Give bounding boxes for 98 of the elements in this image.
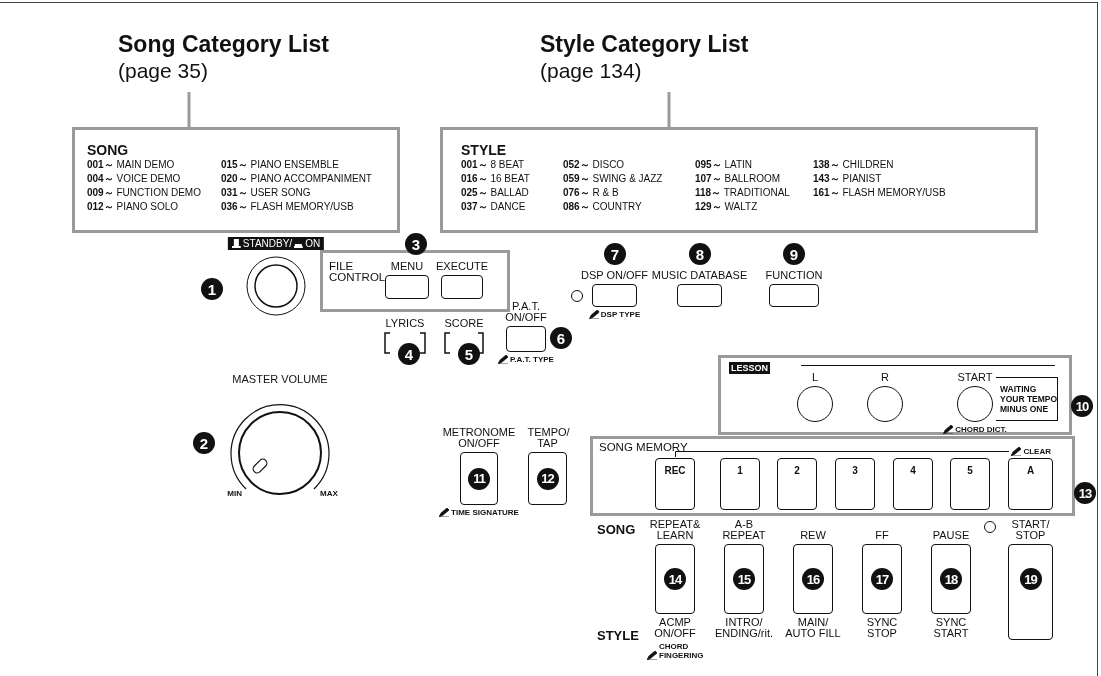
callout-number: 4 (398, 343, 420, 365)
style-function-label: MAIN/ AUTO FILL (784, 617, 842, 639)
button-label: START/ STOP (1010, 519, 1051, 541)
button-label: A-B REPEAT (721, 519, 767, 541)
mode-label: MINUS ONE (1000, 404, 1050, 414)
callout-number: 5 (458, 343, 480, 365)
mode-label: YOUR TEMPO (1000, 394, 1057, 404)
row-label: STYLE (597, 628, 639, 643)
button-label: TEMPO/ TAP (527, 427, 568, 449)
key-label: 1 (737, 465, 743, 476)
callout-number: 6 (550, 327, 572, 349)
section-tag: LESSON (729, 362, 770, 374)
list-entry: 036～ FLASH MEMORY/USB (221, 200, 354, 214)
list-entry: 076～ R & B (563, 186, 619, 200)
button-label: FF (874, 530, 890, 541)
key-label: REC (664, 465, 686, 476)
list-entry: 107～ BALLROOM (695, 172, 781, 186)
list-entry: 161～ FLASH MEMORY/USB (813, 186, 946, 200)
shift-function-label: CHORD DICT. (955, 425, 1007, 434)
knob-label: MASTER VOLUME (232, 373, 328, 385)
list-entry: 095～ LATIN (695, 158, 753, 172)
mode-bracket (996, 377, 1058, 421)
list-entry: 001～ 8 BEAT (461, 158, 525, 172)
mode-label: WAITING (1000, 384, 1038, 394)
list-entry: 009～ FUNCTION DEMO (87, 186, 201, 200)
button-label: MUSIC DATABASE (651, 270, 748, 281)
list-entry: 059～ SWING & JAZZ (563, 172, 663, 186)
button-label: EXECUTE (436, 261, 488, 272)
list-entry: 086～ COUNTRY (563, 200, 642, 214)
connector-line (667, 92, 671, 127)
callout-number: 13 (1074, 482, 1096, 504)
shift-function-label: CHORD FINGERING (659, 642, 703, 660)
button-label: PAUSE (931, 530, 971, 541)
key-label: 4 (910, 465, 916, 476)
callout-number: 3 (405, 233, 427, 255)
shift-function-label: P.A.T. TYPE (510, 355, 554, 364)
list-entry: 138～ CHILDREN (813, 158, 894, 172)
list-entry: 129～ WALTZ (695, 200, 758, 214)
group-frame (590, 436, 1075, 516)
switch-label: ON (305, 238, 321, 249)
key-label: 5 (967, 465, 973, 476)
callout-number: 9 (783, 243, 805, 265)
button-label: DSP ON/OFF (581, 270, 648, 281)
category-list-panel (72, 127, 400, 233)
callout-number: 10 (1071, 395, 1093, 417)
row-label: SONG (597, 522, 636, 537)
style-function-label: INTRO/ ENDING/rit. (713, 617, 775, 639)
key-label: 2 (794, 465, 800, 476)
group-frame (320, 250, 510, 312)
callout-number: 7 (604, 243, 626, 265)
list-entry: 052～ DISCO (563, 158, 625, 172)
button-label: MENU (390, 261, 424, 272)
button-label: P.A.T. ON/OFF (504, 301, 548, 323)
key-label: 3 (852, 465, 858, 476)
callout-number: 2 (193, 432, 215, 454)
list-entry: 025～ BALLAD (461, 186, 529, 200)
list-entry: 004～ VOICE DEMO (87, 172, 181, 186)
heading-title: Song Category List (118, 30, 329, 58)
page-reference: (page 35) (118, 58, 209, 84)
style-function-label: SYNC STOP (865, 617, 899, 639)
section-label: SONG MEMORY (599, 442, 688, 453)
style-function-label: ACMP ON/OFF (653, 617, 697, 639)
button-label: SCORE (444, 318, 484, 329)
button-label: METRONOME ON/OFF (442, 427, 516, 449)
button-label: REPEAT& LEARN (648, 519, 702, 541)
list-entry: 015～ PIANO ENSEMBLE (221, 158, 339, 172)
callout-number: 8 (689, 243, 711, 265)
list-entry: 020～ PIANO ACCOMPANIMENT (221, 172, 372, 186)
button-label: FUNCTION (765, 270, 823, 281)
button-label: START (957, 372, 993, 383)
category-list-panel (440, 127, 1038, 233)
list-title: STYLE (461, 142, 508, 158)
section-label: FILE CONTROL (329, 261, 387, 283)
list-entry: 012～ PIANO SOLO (87, 200, 179, 214)
shift-function-label: CLEAR (1023, 447, 1051, 456)
group-frame (718, 355, 1072, 435)
key-label: A (1026, 465, 1035, 476)
list-entry: 016～ 16 BEAT (461, 172, 530, 186)
scale-label: MIN (227, 489, 242, 498)
list-entry: 031～ USER SONG (221, 186, 311, 200)
scale-label: MAX (320, 489, 338, 498)
list-entry: 001～ MAIN DEMO (87, 158, 175, 172)
heading-title: Style Category List (540, 30, 749, 58)
shift-function-label: DSP TYPE (600, 310, 641, 319)
callout-number: 1 (201, 278, 223, 300)
list-entry: 143～ PIANIST (813, 172, 882, 186)
style-function-label: SYNC START (932, 617, 970, 639)
page-reference: (page 134) (540, 58, 643, 84)
list-entry: 037～ DANCE (461, 200, 526, 214)
shift-function-label: TIME SIGNATURE (451, 508, 519, 517)
button-label: R (881, 372, 889, 383)
list-title: SONG (87, 142, 130, 158)
switch-label: STANDBY/ (242, 238, 293, 249)
connector-line (187, 92, 191, 127)
button-label: LYRICS (385, 318, 425, 329)
button-label: L (811, 372, 819, 383)
list-entry: 118～ TRADITIONAL (695, 186, 790, 200)
button-label: REW (799, 530, 827, 541)
